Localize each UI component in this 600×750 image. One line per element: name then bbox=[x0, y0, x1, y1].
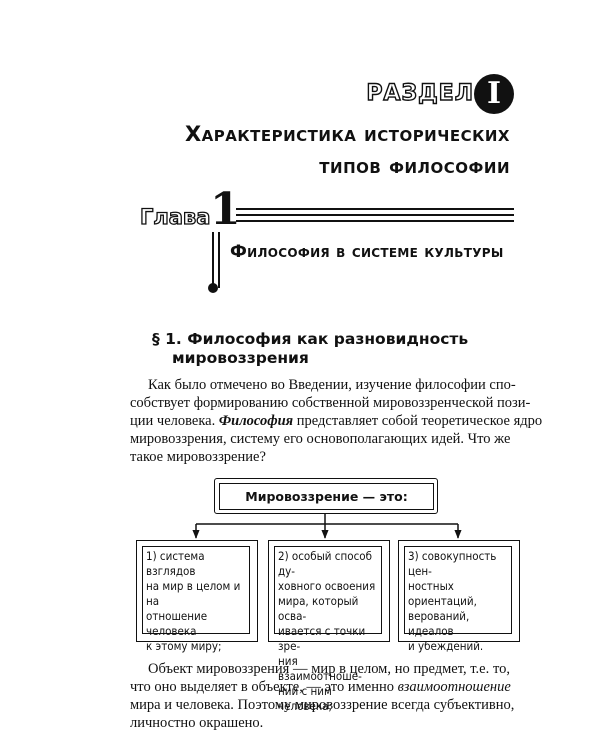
chapter-vertical-rule-1 bbox=[212, 232, 214, 288]
chapter-rule-1 bbox=[236, 208, 514, 210]
intro-line: Как было отмечено во Введении, изучение … bbox=[148, 377, 516, 393]
intro-text: представляет собой теоретическое ядро bbox=[293, 413, 543, 429]
outro-line: мира и человека. Поэтому мировоззрение в… bbox=[130, 697, 515, 713]
intro-paragraph: Как было отмечено во Введении, изучение … bbox=[130, 376, 542, 466]
diagram-item-3: 3) совокупность цен- ностных ориентаций,… bbox=[404, 546, 512, 653]
paragraph-heading: § 1. Философия как разновидность мировоз… bbox=[152, 330, 512, 368]
intro-text: ции человека. bbox=[130, 413, 219, 429]
paragraph-heading-line-2: мировоззрения bbox=[172, 349, 309, 367]
diagram-header-frame bbox=[214, 478, 438, 514]
section-title: Характеристика исторических типов филосо… bbox=[150, 118, 510, 182]
section-title-line-2: типов философии bbox=[319, 154, 510, 178]
outro-text: что оно выделяет в объекте, — это именно bbox=[130, 679, 398, 695]
diagram-item-frame bbox=[268, 540, 390, 642]
intro-line: собствует формированию собственной миров… bbox=[130, 395, 531, 411]
section-number-badge: I bbox=[474, 74, 514, 114]
diagram-header: Мировоззрение — это: bbox=[219, 483, 434, 510]
chapter-vertical-rule-2 bbox=[218, 232, 220, 288]
chapter-rule-3 bbox=[236, 220, 514, 222]
paragraph-heading-line-1: § 1. Философия как разновидность bbox=[152, 330, 469, 348]
outro-paragraph: Объект мировоззрения — мир в целом, но п… bbox=[130, 660, 515, 732]
chapter-title: Философия в системе культуры bbox=[230, 242, 504, 262]
diagram-item-1: 1) система взглядов на мир в целом и на … bbox=[142, 546, 250, 653]
chapter-rule-2 bbox=[236, 214, 514, 216]
chapter-number: 1 bbox=[210, 184, 241, 235]
outro-line: Объект мировоззрения — мир в целом, но п… bbox=[148, 661, 510, 677]
outro-line: личностно окрашено. bbox=[130, 715, 264, 731]
chapter-label: Глава bbox=[139, 204, 211, 229]
intro-line: ции человека. Философия представляет соб… bbox=[130, 412, 542, 430]
diagram-item-frame bbox=[398, 540, 520, 642]
chapter-dot bbox=[208, 283, 218, 293]
term-relationship: взаимоотношение bbox=[397, 679, 511, 695]
term-philosophy: Философия bbox=[218, 413, 294, 429]
section-label: РАЗДЕЛ bbox=[366, 80, 474, 106]
intro-line: мировоззрения, систему его основополагаю… bbox=[130, 431, 511, 447]
diagram-item-frame bbox=[136, 540, 258, 642]
intro-line: такое мировоззрение? bbox=[130, 449, 266, 465]
outro-line: что оно выделяет в объекте, — это именно… bbox=[130, 678, 511, 696]
diagram-item-2: 2) особый способ ду- ховного освоения ми… bbox=[274, 546, 382, 713]
section-title-line-1: Характеристика исторических bbox=[184, 122, 510, 146]
